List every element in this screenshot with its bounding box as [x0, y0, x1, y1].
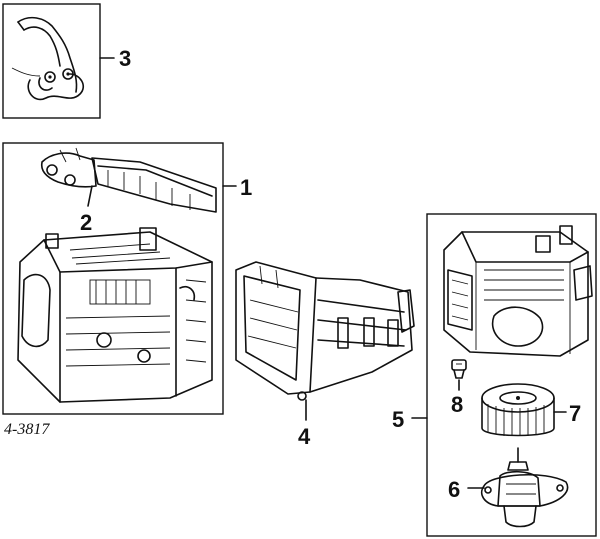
hose-drawing — [11, 16, 85, 101]
blower-resistor-drawing — [451, 359, 467, 379]
blower-fan-drawing — [481, 383, 555, 437]
figure-number: 4-3817 — [4, 421, 50, 438]
heater-core-drawing — [40, 147, 217, 213]
callout-1: 1 — [240, 175, 252, 200]
blower-case-drawing — [443, 225, 593, 357]
callout-5: 5 — [392, 407, 404, 432]
callout-3: 3 — [119, 46, 131, 71]
blower-motor-drawing — [480, 447, 569, 528]
callout-leader-2 — [87, 185, 93, 207]
duct-frame-drawing — [235, 261, 415, 401]
hose-detail-box — [2, 3, 101, 119]
callout-2: 2 — [80, 210, 92, 235]
heater-case-drawing — [17, 227, 213, 403]
callout-7: 7 — [569, 401, 581, 426]
heater-unit-box — [2, 142, 224, 415]
callout-4: 4 — [298, 424, 311, 449]
callout-6: 6 — [448, 477, 460, 502]
callout-8: 8 — [451, 392, 463, 417]
blower-unit-box — [426, 213, 597, 537]
